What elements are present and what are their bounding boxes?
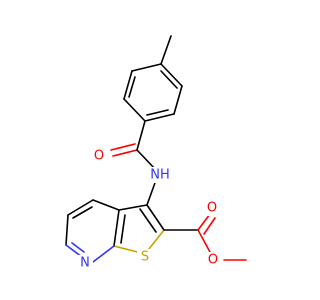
bond-pyr-c3a-c4 <box>92 199 120 211</box>
bond-amide-co-2 <box>110 143 136 151</box>
bond-ring1-c <box>144 113 175 122</box>
bond-pyr-c5-c6 <box>65 214 69 246</box>
bond-ring1-inner-2 <box>146 109 169 116</box>
bond-ring1-f <box>131 63 162 72</box>
bond-ring1-d <box>123 98 146 122</box>
molecule-diagram: O NH O O S N <box>65 35 247 271</box>
bond-n-c3 <box>146 179 157 206</box>
ester-carbonyl-oxygen-label: O <box>207 201 217 216</box>
bond-pyr-c3a-c7a <box>113 209 120 247</box>
bond-thio-c3-c2-inner <box>139 208 157 233</box>
bond-ester-co-single <box>197 229 211 253</box>
sulfur-label: S <box>141 250 149 265</box>
bond-amide-cn <box>136 149 157 171</box>
bond-ring1-e <box>123 70 133 100</box>
bond-ester-co-2 <box>203 217 216 235</box>
ester-oxygen-label: O <box>208 253 218 268</box>
bond-ring1-a <box>160 63 183 87</box>
bond-pyr-n-c7a <box>92 245 115 263</box>
bond-amide-co-1 <box>112 149 138 157</box>
bond-ester-co-1 <box>197 213 211 231</box>
bond-pyr-c3a-c7a-inner <box>120 214 126 244</box>
bond-pyr-c6-n-inner <box>71 242 85 253</box>
bond-thio-c3a-c3 <box>118 204 148 211</box>
pyridine-nitrogen-label: N <box>80 256 90 271</box>
bond-thio-c3-c2 <box>146 204 165 231</box>
amide-oxygen-label: O <box>94 149 104 164</box>
bond-ring1-inner-3 <box>128 76 136 98</box>
amide-nitrogen-label: NH <box>150 168 170 183</box>
bond-methyl <box>160 35 172 65</box>
bond-pyr-c4-c5-inner <box>72 206 93 219</box>
bond-ring1-inner-1 <box>160 70 178 89</box>
bond-ring1-b <box>173 85 183 115</box>
bond-ring-carbonyl <box>136 120 146 151</box>
bond-pyr-c4-c5 <box>67 199 94 216</box>
